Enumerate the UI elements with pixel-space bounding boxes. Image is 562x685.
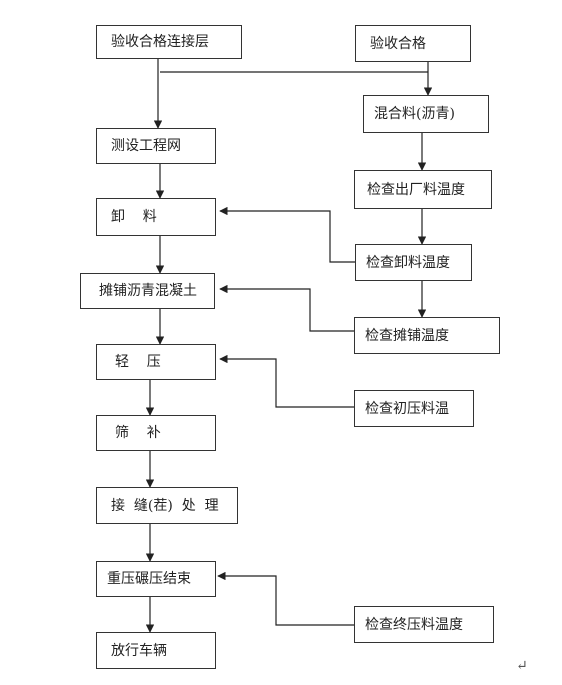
node-light-press: 轻 压 bbox=[96, 344, 216, 380]
node-joint: 接 缝(茬) 处 理 bbox=[96, 487, 238, 524]
feedback-pave bbox=[219, 284, 355, 332]
node-heavy-roll: 重压碾压结束 bbox=[96, 561, 216, 597]
node-check-unload-temp: 检查卸料温度 bbox=[355, 244, 472, 281]
node-check-final-temp: 检查终压料温度 bbox=[354, 606, 494, 643]
feedback-heavyroll bbox=[217, 571, 355, 626]
node-check-pave-temp: 检查摊铺温度 bbox=[354, 317, 500, 354]
node-check-init-temp: 检查初压料温 bbox=[354, 390, 474, 427]
node-open-traffic: 放行车辆 bbox=[96, 632, 216, 669]
node-survey: 测设工程网 bbox=[96, 128, 216, 164]
node-mix: 混合料(沥青) bbox=[363, 95, 489, 133]
node-pave: 摊铺沥青混凝土 bbox=[80, 273, 215, 309]
node-accept-connect: 验收合格连接层 bbox=[96, 25, 242, 59]
node-sieve: 筛 补 bbox=[96, 415, 216, 451]
return-mark: ↵ bbox=[516, 658, 528, 674]
node-check-out-temp: 检查出厂料温度 bbox=[354, 170, 492, 209]
node-unload: 卸 料 bbox=[96, 198, 216, 236]
feedback-unload bbox=[219, 206, 355, 263]
feedback-lightpress bbox=[219, 354, 355, 408]
node-accept: 验收合格 bbox=[355, 25, 471, 62]
